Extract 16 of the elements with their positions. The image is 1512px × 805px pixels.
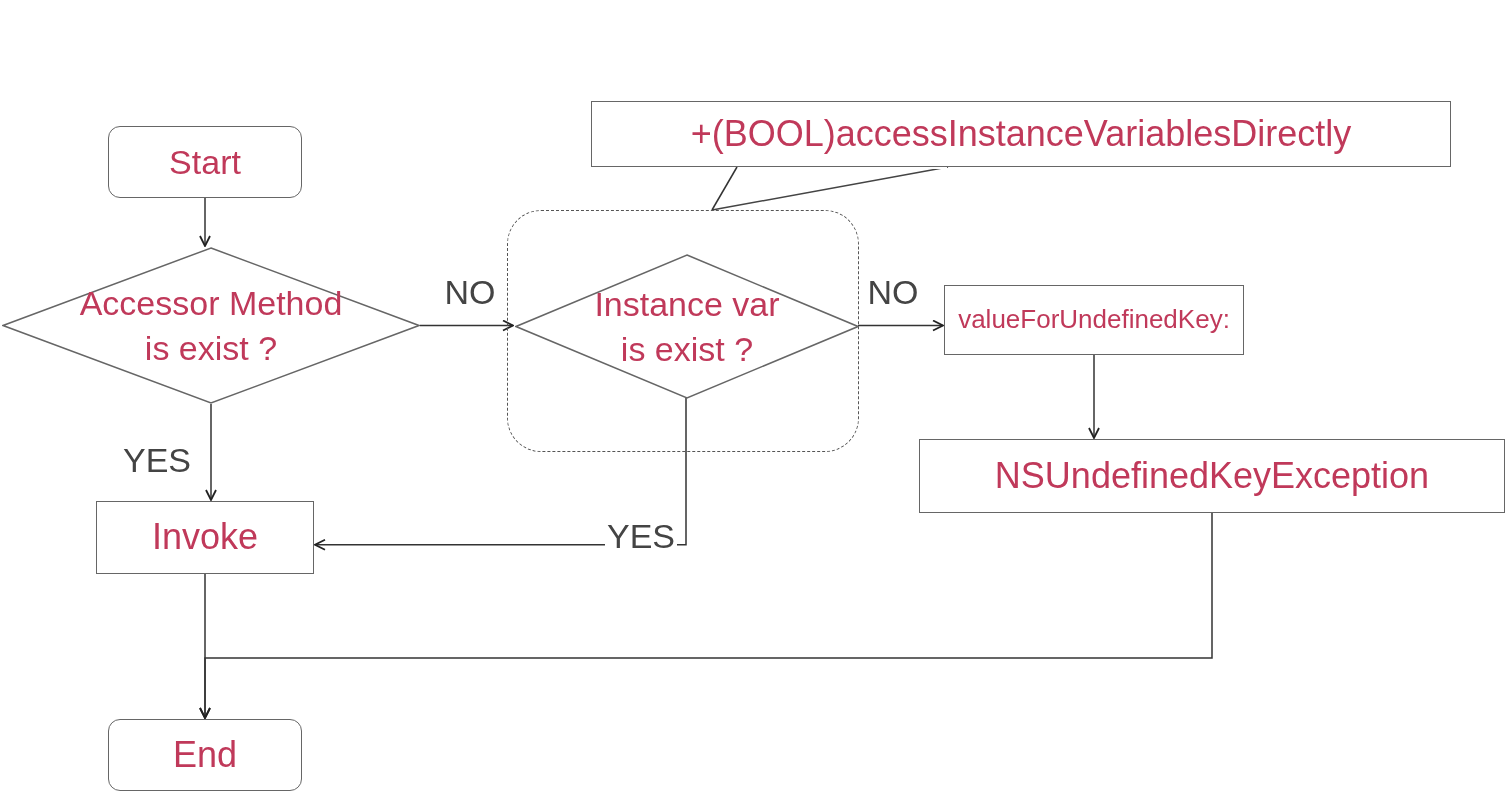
arrow xyxy=(1088,354,1100,439)
decision-diamond: Instance var is exist ? xyxy=(515,254,859,399)
process-box: NSUndefinedKeyException xyxy=(919,439,1505,513)
arrow xyxy=(205,403,217,501)
arrow xyxy=(419,319,514,332)
arrow xyxy=(199,197,211,247)
connector-line xyxy=(711,166,738,211)
dashed-group-box xyxy=(507,210,859,452)
arrow xyxy=(199,512,1213,719)
callout-box: +(BOOL)accessInstanceVariablesDirectly xyxy=(591,101,1451,167)
process-box: valueForUndefinedKey: xyxy=(944,285,1244,355)
terminal-box: Start xyxy=(108,126,302,198)
arrow xyxy=(857,319,944,332)
decision-diamond: Accessor Method is exist ? xyxy=(2,247,420,404)
process-box: Invoke xyxy=(96,501,314,574)
terminal-box: End xyxy=(108,719,302,791)
